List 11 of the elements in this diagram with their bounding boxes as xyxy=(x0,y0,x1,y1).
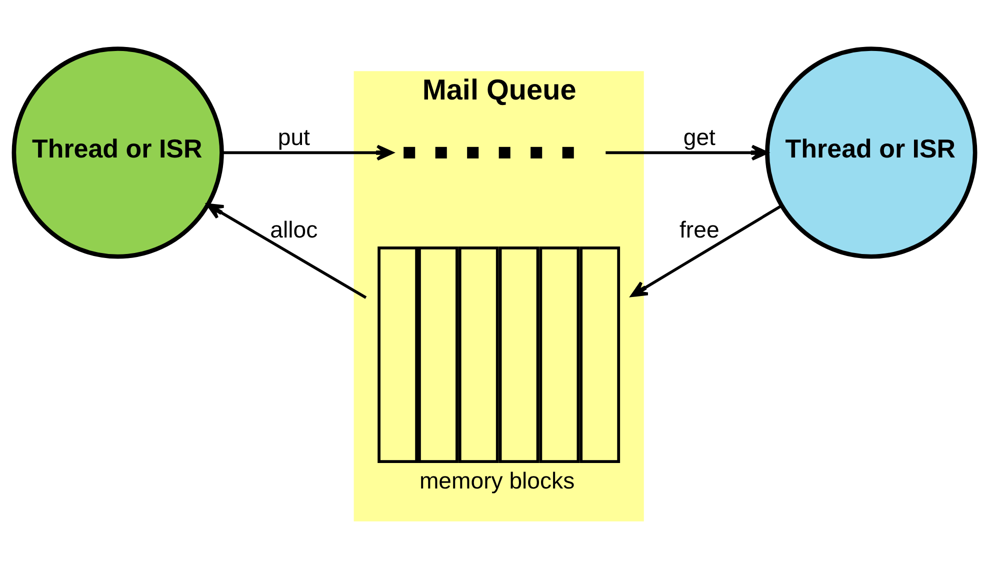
edge-label: alloc xyxy=(270,216,318,243)
arrow xyxy=(222,144,394,161)
arrow xyxy=(206,203,367,299)
node-label: memory blocks xyxy=(419,468,575,494)
arrow xyxy=(630,204,782,298)
edge-label: free xyxy=(680,216,720,243)
arrow xyxy=(606,144,768,161)
edge-label: get xyxy=(683,124,716,150)
node-circle: Thread or ISR xyxy=(12,46,224,259)
node-circle: Thread or ISR xyxy=(765,46,978,259)
edge-label: put xyxy=(278,124,310,150)
